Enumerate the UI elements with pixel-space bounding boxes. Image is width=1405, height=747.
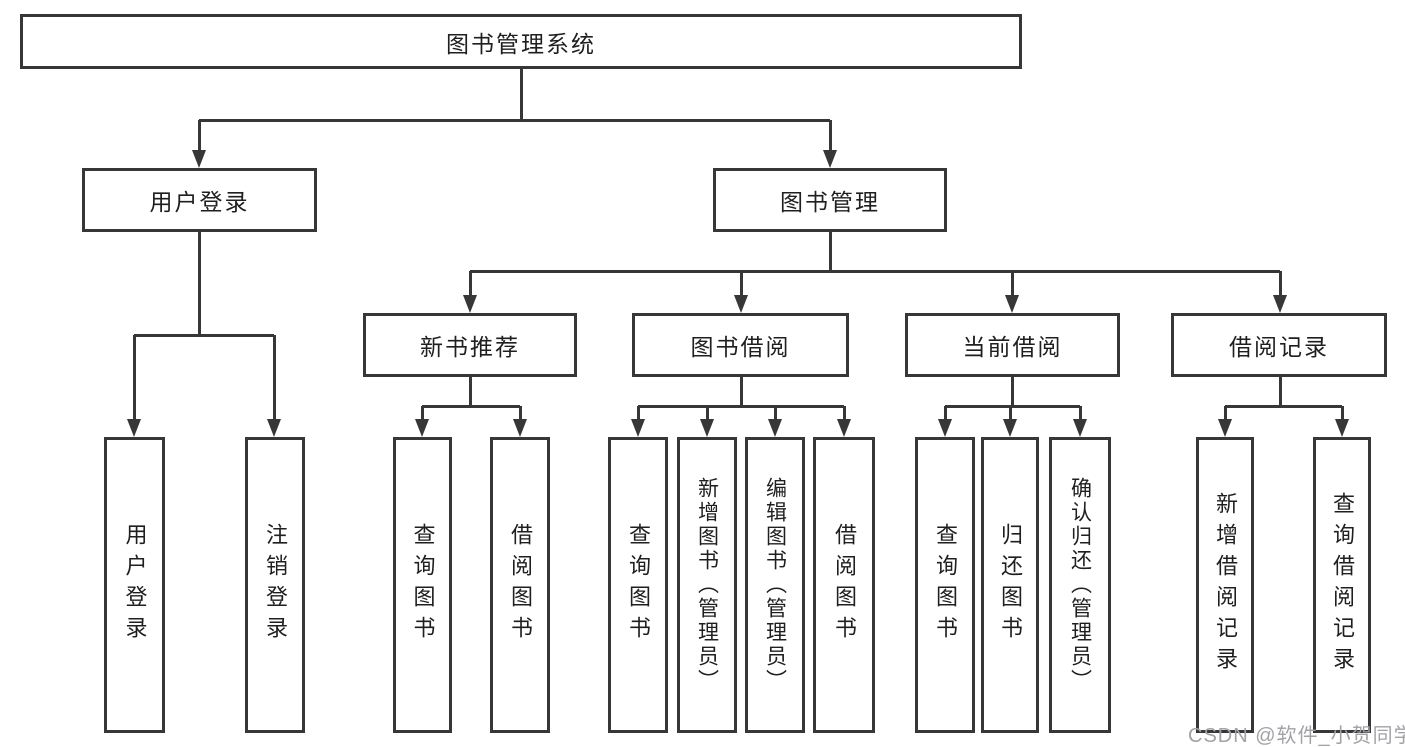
- connector-line: [468, 271, 472, 297]
- leaf-add-book-admin: 新增图书（管理员）: [677, 437, 737, 733]
- connector-line: [1278, 377, 1282, 408]
- connector-line: [739, 271, 743, 297]
- connector-line: [828, 120, 832, 152]
- connector-line: [705, 406, 709, 421]
- arrow-down-icon: [768, 419, 782, 437]
- arrow-down-icon: [1273, 295, 1287, 313]
- leaf-return-book: 归还图书: [981, 437, 1039, 733]
- leaf-logout: 注销登录: [245, 437, 305, 733]
- arrow-down-icon: [631, 419, 645, 437]
- connector-line: [422, 404, 520, 408]
- leaf-label: 查询图书: [626, 523, 651, 647]
- connector-line: [197, 232, 201, 337]
- leaf-edit-book-admin: 编辑图书（管理员）: [745, 437, 805, 733]
- connector-line: [739, 377, 743, 408]
- arrow-down-icon: [192, 150, 206, 168]
- connector-line: [1010, 271, 1014, 297]
- leaf-label: 新增图书（管理员）: [695, 477, 719, 693]
- connector-line: [199, 118, 830, 122]
- leaf-user-login: 用户登录: [104, 437, 165, 733]
- csdn-watermark: CSDN @软件_小贺同学: [1188, 725, 1405, 747]
- connector-line: [1340, 406, 1344, 421]
- arrow-down-icon: [734, 295, 748, 313]
- connector-line: [636, 406, 640, 421]
- connector-line: [1078, 406, 1082, 421]
- arrow-down-icon: [127, 419, 141, 437]
- leaf-borrow-books: 借阅图书: [813, 437, 875, 733]
- leaf-query-borrow-record: 查询借阅记录: [1313, 437, 1371, 733]
- arrow-down-icon: [938, 419, 952, 437]
- leaf-query-books-recommend: 查询图书: [393, 437, 452, 733]
- node-current-borrowing: 当前借阅: [905, 313, 1120, 377]
- arrow-down-icon: [700, 419, 714, 437]
- connector-line: [468, 377, 472, 408]
- connector-line: [943, 406, 947, 421]
- arrow-down-icon: [1073, 419, 1087, 437]
- leaf-label: 查询借阅记录: [1330, 492, 1355, 678]
- arrow-down-icon: [1335, 419, 1349, 437]
- node-borrow-records: 借阅记录: [1171, 313, 1387, 377]
- leaf-label: 新增借阅记录: [1213, 492, 1238, 678]
- leaf-query-books-borrowing: 查询图书: [608, 437, 668, 733]
- connector-line: [134, 333, 274, 337]
- leaf-add-borrow-record: 新增借阅记录: [1196, 437, 1254, 733]
- connector-line: [132, 335, 136, 421]
- connector-line: [1278, 271, 1282, 297]
- connector-line: [773, 406, 777, 421]
- connector-line: [945, 404, 1080, 408]
- connector-line: [518, 406, 522, 421]
- leaf-label: 借阅图书: [832, 523, 857, 647]
- arrow-down-icon: [1005, 295, 1019, 313]
- node-user-login: 用户登录: [82, 168, 317, 232]
- connector-line: [1008, 406, 1012, 421]
- connector-line: [1223, 406, 1227, 421]
- node-new-book-recommendation: 新书推荐: [363, 313, 577, 377]
- connector-line: [1225, 404, 1342, 408]
- connector-line: [197, 120, 201, 152]
- connector-line: [470, 269, 1280, 273]
- connector-line: [842, 406, 846, 421]
- connector-line: [638, 404, 844, 408]
- node-book-borrowing: 图书借阅: [632, 313, 849, 377]
- leaf-label: 归还图书: [998, 523, 1023, 647]
- arrow-down-icon: [513, 419, 527, 437]
- arrow-down-icon: [823, 150, 837, 168]
- leaf-label: 查询图书: [410, 523, 436, 647]
- connector-line: [272, 335, 276, 421]
- arrow-down-icon: [1003, 419, 1017, 437]
- leaf-label: 编辑图书（管理员）: [763, 477, 787, 693]
- arrow-down-icon: [415, 419, 429, 437]
- connector-line: [519, 69, 523, 121]
- connector-line: [420, 406, 424, 421]
- leaf-label: 查询图书: [933, 523, 958, 647]
- leaf-borrow-books-recommend: 借阅图书: [490, 437, 550, 733]
- leaf-confirm-return-admin: 确认归还（管理员）: [1049, 437, 1111, 733]
- arrow-down-icon: [837, 419, 851, 437]
- node-library-management-system: 图书管理系统: [20, 14, 1022, 69]
- connector-line: [828, 232, 832, 273]
- leaf-label: 注销登录: [263, 523, 288, 647]
- connector-line: [1010, 377, 1014, 408]
- arrow-down-icon: [1218, 419, 1232, 437]
- leaf-query-books-current: 查询图书: [915, 437, 975, 733]
- leaf-label: 借阅图书: [508, 523, 533, 647]
- leaf-label: 用户登录: [122, 523, 148, 647]
- leaf-label: 确认归还（管理员）: [1068, 477, 1092, 693]
- arrow-down-icon: [463, 295, 477, 313]
- arrow-down-icon: [267, 419, 281, 437]
- node-book-management: 图书管理: [713, 168, 947, 232]
